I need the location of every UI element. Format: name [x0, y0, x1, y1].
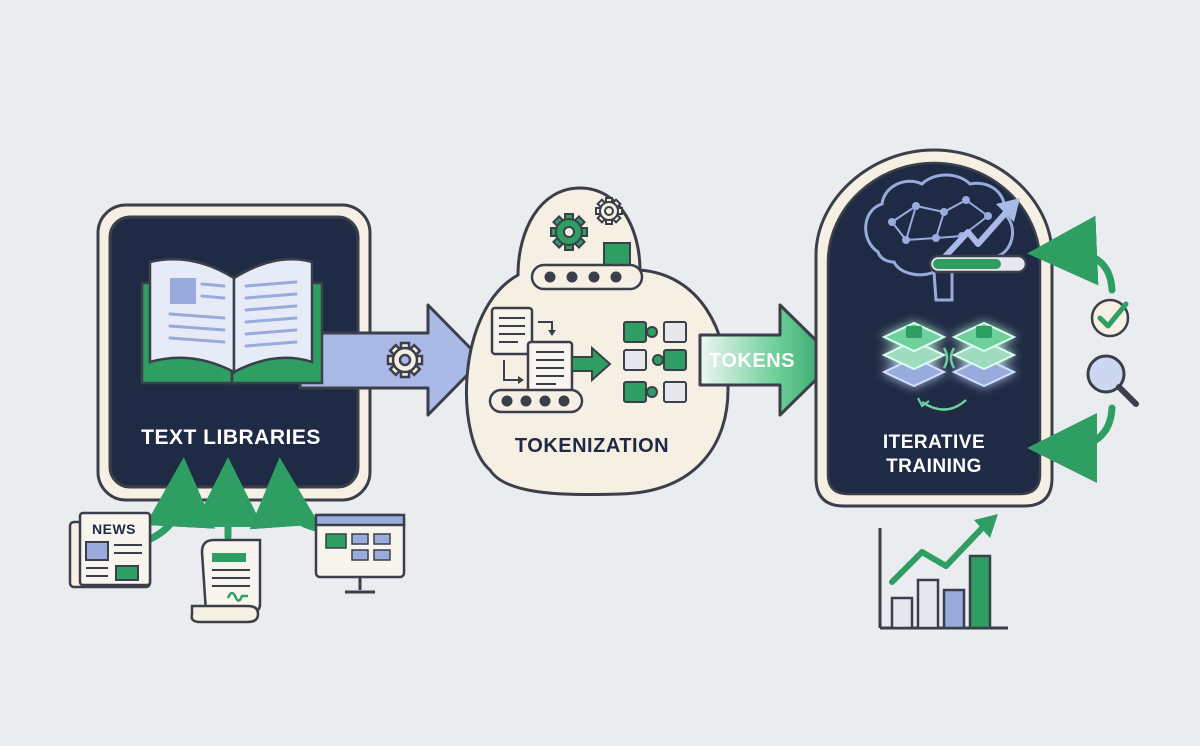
document-icon [503, 340, 574, 394]
training-label-line2: TRAINING [886, 456, 982, 477]
training-panel [814, 148, 1054, 508]
gear-icon [595, 197, 623, 225]
gear-icon [386, 341, 424, 379]
newspaper-icon [68, 511, 152, 589]
tokenization-label: TOKENIZATION [515, 435, 669, 457]
gear-icon [550, 213, 588, 251]
checkmark-icon [1090, 298, 1130, 338]
training-label-line1: ITERATIVE [883, 432, 985, 453]
process-arrow [571, 345, 612, 383]
trend-arrow-icon [937, 205, 1013, 265]
tokens-label: TOKENS [709, 350, 795, 372]
newspaper-label: NEWS [92, 521, 136, 537]
text-libraries-label: TEXT LIBRARIES [141, 426, 321, 449]
progress-bar-icon [928, 254, 1028, 274]
document-icon [490, 306, 556, 356]
trend-arrowhead-icon [996, 198, 1020, 222]
document-scroll-icon [190, 538, 262, 624]
conveyor-icon [530, 242, 644, 291]
magnifier-icon [1086, 354, 1139, 407]
layer-stack-icon [881, 321, 947, 388]
bar-chart-icon [878, 514, 1008, 630]
conveyor-icon [488, 388, 584, 414]
tokenization-bubble [465, 186, 730, 497]
open-book-icon [140, 257, 324, 385]
layer-stack-icon [951, 321, 1017, 388]
tokens-arrow [698, 303, 838, 417]
cycle-arrows [917, 347, 967, 411]
puzzle-icon [623, 321, 687, 403]
monitor-icon [314, 513, 406, 594]
feedback-loop-arrows [1027, 215, 1116, 483]
